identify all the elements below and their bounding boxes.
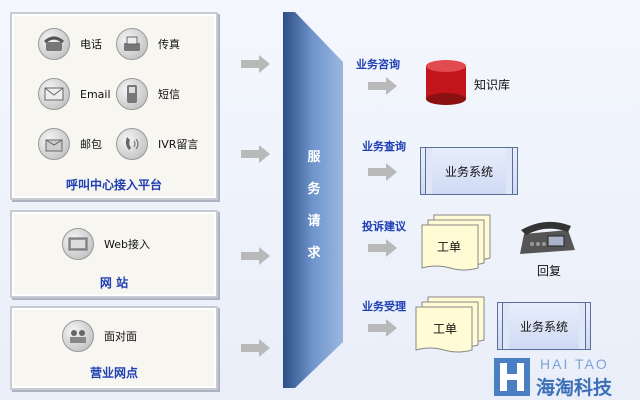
channel-phone: 电话 [38,28,102,60]
face-to-face-icon [62,320,94,352]
desk-phone-icon [520,221,575,254]
complaint-suggestion-label: 投诉建议 [362,220,406,233]
work-order-stack-icon [421,214,491,271]
funnel-char: 求 [307,246,321,261]
channel-label: 面对面 [104,330,137,343]
haitao-h-logo-icon [494,358,530,396]
channel-label: 电话 [80,38,102,51]
logo-text-cn: 海淘科技 [536,377,613,399]
business-acceptance-label: 业务受理 [362,300,406,313]
business-system-label: 业务系统 [444,164,493,179]
arrow-right-icon [368,239,397,257]
channel-sms: 短信 [116,78,180,110]
channel-label: 短信 [158,88,180,101]
arrow-right-icon [241,55,270,73]
channel-label: Email [80,87,111,101]
arrow-right-icon [241,339,270,357]
web-access-icon [62,228,94,260]
business-system-box: 业务系统 [497,302,591,350]
arrow-right-icon [368,319,397,337]
business-system-label: 业务系统 [519,319,568,334]
work-order-label: 工单 [437,240,462,254]
channel-label: 传真 [158,38,180,51]
arrow-right-icon [241,247,270,265]
business-consulting-label: 业务咨询 [356,58,400,71]
channel-face-to-face: 面对面 [62,320,137,352]
service-request-funnel [283,12,343,388]
channel-parcel: 邮包 [38,128,102,160]
funnel-char: 务 [307,182,321,197]
mobile-phone-icon [116,78,148,110]
funnel-char: 服 [307,150,321,165]
call-center-panel: 电话 传真 Email 短信 邮包 [10,12,218,200]
panel-title: 网 站 [99,276,129,290]
telephone-icon [38,28,70,60]
panel-title: 呼叫中心接入平台 [65,178,162,192]
service-outlet-panel: 面对面 营业网点 [10,306,218,390]
channel-fax: 传真 [116,28,180,60]
funnel-char: 请 [307,214,321,229]
business-system-box: 业务系统 [420,147,518,195]
database-icon [426,60,466,105]
channel-web: Web接入 [62,228,150,260]
channel-label: IVR留言 [158,138,199,151]
work-order-label: 工单 [433,322,458,336]
website-panel: Web接入 网 站 [10,210,218,298]
channel-label: Web接入 [104,238,150,251]
channel-email: Email [38,78,111,110]
arrow-right-icon [241,145,270,163]
fax-icon [116,28,148,60]
email-icon [38,78,70,110]
arrow-right-icon [368,77,397,95]
channel-ivr: IVR留言 [116,128,198,160]
logo-text-en: HAI TAO [540,356,609,372]
work-order-stack-icon [415,296,485,353]
haitao-logo: HAI TAO 海淘科技 [494,356,634,399]
channel-label: 邮包 [80,138,102,151]
arrow-right-icon [368,163,397,181]
parcel-icon [38,128,70,160]
business-query-label: 业务查询 [362,140,406,153]
voice-message-icon [116,128,148,160]
reply-label: 回复 [537,264,562,278]
panel-title: 营业网点 [89,366,138,380]
knowledge-base-label: 知识库 [474,78,511,92]
